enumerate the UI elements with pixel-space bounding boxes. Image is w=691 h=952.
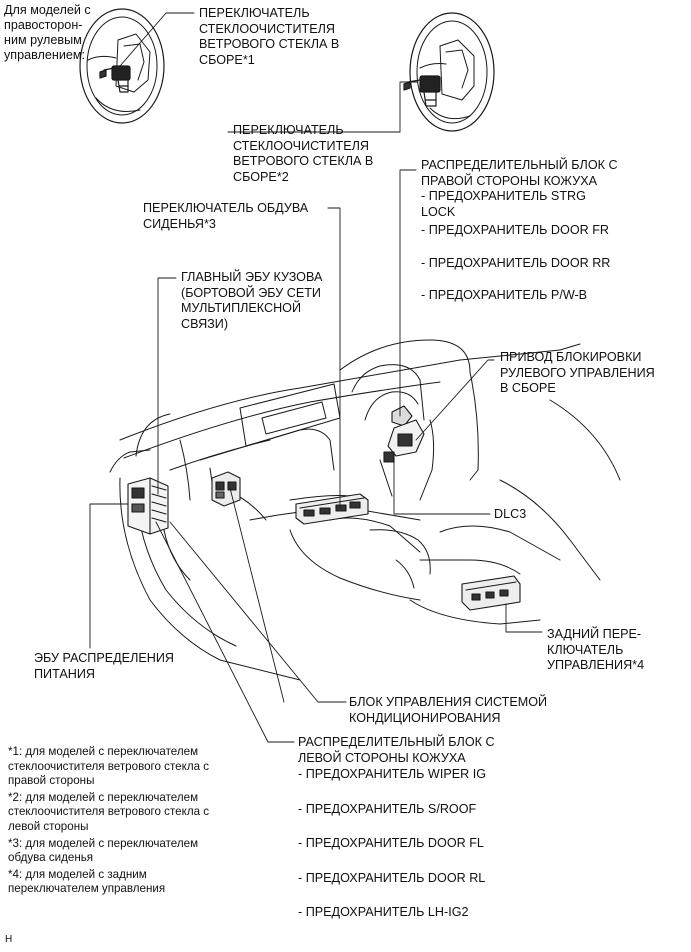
label-ac-control: БЛОК УПРАВЛЕНИЯ СИСТЕМОЙ КОНДИЦИОНИРОВАН…	[349, 695, 548, 725]
label-rear-control-switch: ЗАДНИЙ ПЕРЕ- КЛЮЧАТЕЛЬ УПРАВЛЕНИЯ*4	[547, 627, 645, 672]
fuse-door-fr: - ПРЕДОХРАНИТЕЛЬ DOOR FR	[421, 223, 609, 237]
fuse-door-fl: - ПРЕДОХРАНИТЕЛЬ DOOR FL	[298, 836, 484, 850]
leader-lines	[89, 12, 543, 743]
label-wiper-switch-rh: ПЕРЕКЛЮЧАТЕЛЬ СТЕКЛООЧИСТИТЕЛЯ ВЕТРОВОГО…	[199, 6, 340, 67]
footnotes: *1: для моделей с переключателем стеклоо…	[8, 745, 209, 897]
rhd-note-line: управлением:	[4, 48, 86, 62]
label-junction-block-right: РАСПРЕДЕЛИТЕЛЬНЫЙ БЛОК С ПРАВОЙ СТОРОНЫ …	[421, 158, 618, 302]
fuse-wiper-ig: - ПРЕДОХРАНИТЕЛЬ WIPER IG	[298, 767, 487, 781]
footnote-1: *1: для моделей с переключателем стеклоо…	[8, 745, 210, 788]
label-wiper-switch-lh: ПЕРЕКЛЮЧАТЕЛЬ СТЕКЛООЧИСТИТЕЛЯ ВЕТРОВОГО…	[233, 123, 374, 184]
wiper-switch-rh	[99, 65, 131, 93]
label-junction-block-left: РАСПРЕДЕЛИТЕЛЬНЫЙ БЛОК С ЛЕВОЙ СТОРОНЫ К…	[298, 735, 495, 919]
label-main-body-ecu: ГЛАВНЫЙ ЭБУ КУЗОВА (БОРТОВОЙ ЭБУ СЕТИ МУ…	[181, 270, 323, 331]
rhd-note: Для моделей с правосторон- ним рулевым у…	[4, 3, 91, 63]
wiper-switch-lh	[403, 75, 441, 107]
fuse-door-rr: - ПРЕДОХРАНИТЕЛЬ DOOR RR	[421, 255, 611, 270]
fuse-strg-lock: - ПРЕДОХРАНИТЕЛЬ STRG LOCK	[421, 189, 586, 219]
main-body-ecu-part	[127, 477, 169, 535]
rear-switch-part	[461, 575, 521, 611]
ac-control-part	[295, 493, 369, 525]
label-dlc3: DLC3	[494, 507, 527, 521]
steering-wheel-rhd	[79, 8, 165, 124]
steering-lock-part	[383, 405, 425, 463]
label-seat-fan-switch: ПЕРЕКЛЮЧАТЕЛЬ ОБДУВА СИДЕНЬЯ*3	[143, 201, 309, 231]
fuse-lh-ig2: - ПРЕДОХРАНИТЕЛЬ LH-IG2	[298, 905, 469, 919]
rhd-note-line: правосторон-	[4, 18, 83, 32]
fuse-pw-b: - ПРЕДОХРАНИТЕЛЬ P/W-B	[421, 288, 588, 302]
rhd-note-line: ним рулевым	[4, 33, 82, 47]
steering-wheel-lhd	[403, 12, 495, 132]
footnote-2: *2: для моделей с переключателем стеклоо…	[8, 790, 210, 833]
seat-fan-switch-part	[211, 471, 241, 507]
rhd-note-line: Для моделей с	[4, 3, 91, 17]
label-steering-lock-actuator: ПРИВОД БЛОКИРОВКИ РУЛЕВОГО УПРАВЛЕНИЯ В …	[500, 350, 655, 395]
footnote-4: *4: для моделей с задним переключателем …	[8, 867, 166, 896]
fuse-door-rl: - ПРЕДОХРАНИТЕЛЬ DOOR RL	[298, 870, 486, 885]
corner-mark: H	[5, 934, 13, 945]
footnote-3: *3: для моделей с переключателем обдува …	[8, 836, 199, 865]
fuse-s-roof: - ПРЕДОХРАНИТЕЛЬ S/ROOF	[298, 801, 477, 816]
label-power-distribution-ecu: ЭБУ РАСПРЕДЕЛЕНИЯ ПИТАНИЯ	[34, 651, 174, 681]
